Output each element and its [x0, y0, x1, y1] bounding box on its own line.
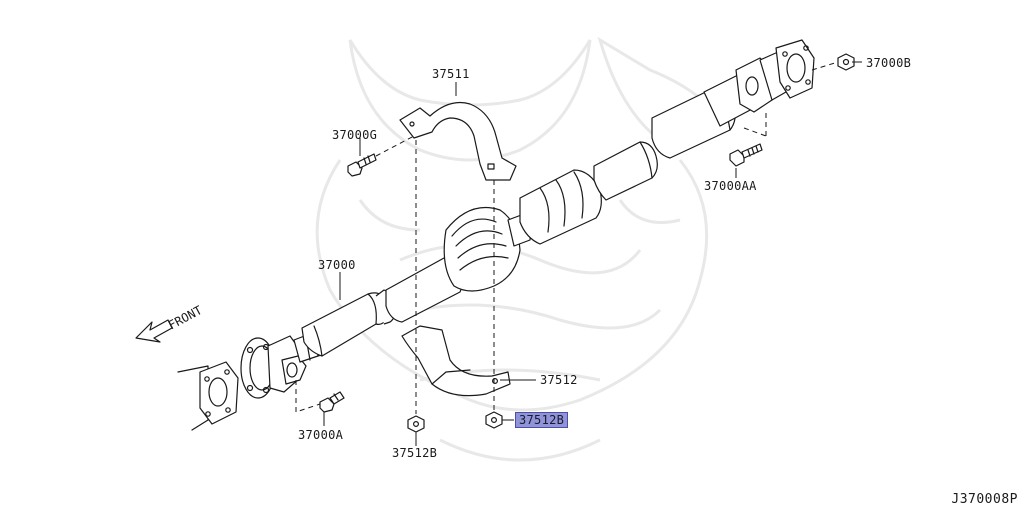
center-joint-boot — [385, 206, 531, 323]
bolt-37000a-icon — [295, 380, 345, 413]
leader-lines — [323, 61, 862, 446]
rear-flange-yoke — [735, 39, 815, 113]
label-37512b-highlighted[interactable]: 37512B — [515, 412, 569, 428]
nut-37512b-left-icon — [407, 415, 425, 433]
nut-37512b-right-icon — [485, 411, 503, 429]
label-37000[interactable]: 37000 — [318, 258, 356, 272]
diagram-id: J370008P — [951, 492, 1018, 507]
front-shaft-tube — [301, 289, 397, 357]
label-37000a[interactable]: 37000A — [298, 428, 344, 442]
label-37000g[interactable]: 37000G — [332, 128, 378, 142]
label-37512b[interactable]: 37512B — [392, 446, 438, 460]
center-bearing — [519, 141, 658, 245]
rear-flange-left — [177, 361, 239, 431]
front-arrow-icon — [135, 319, 173, 343]
label-37512[interactable]: 37512 — [540, 373, 578, 387]
label-37511[interactable]: 37511 — [432, 67, 470, 81]
label-37000b[interactable]: 37000B — [866, 56, 912, 70]
upper-bracket-37511 — [399, 101, 517, 181]
bolt-37000g-icon — [347, 135, 415, 177]
nut-37000b-icon — [811, 53, 855, 71]
lower-bracket-37512 — [401, 325, 511, 397]
bolt-37000aa-icon — [729, 110, 767, 167]
label-37000aa[interactable]: 37000AA — [704, 179, 757, 193]
